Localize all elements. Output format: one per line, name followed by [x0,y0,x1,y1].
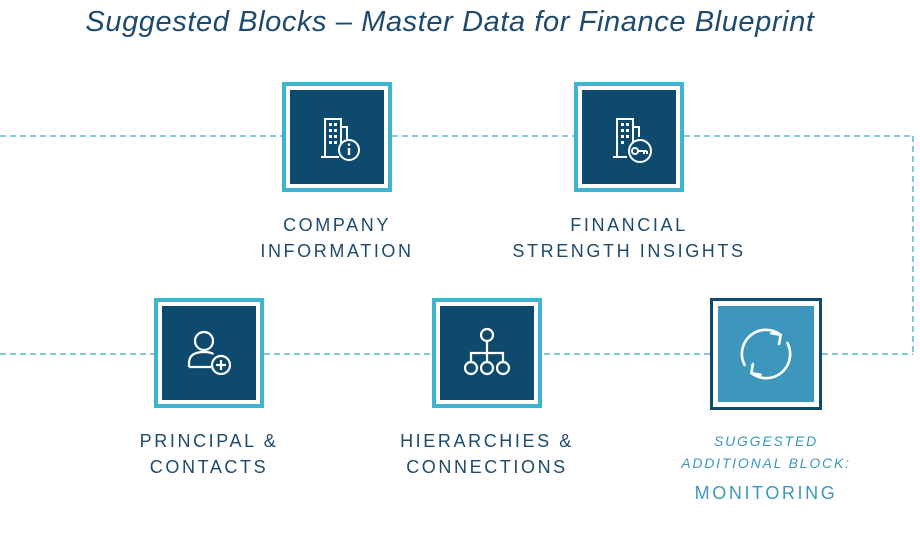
financial-strength-block-inner [582,90,676,184]
monitoring-block-inner [718,306,814,402]
hierarchies-connections-label-line2: CONNECTIONS [406,457,568,477]
suggested-note-line1: SUGGESTED [713,433,819,449]
suggested-note-line2: ADDITIONAL BLOCK: [681,455,851,471]
refresh-cycle-icon [740,328,792,380]
company-information-label-line1: COMPANY [283,215,391,235]
principal-contacts-block [154,298,264,408]
principal-contacts-label-line2: CONTACTS [149,457,269,477]
financial-strength-label: FINANCIAL STRENGTH INSIGHTS [492,212,766,264]
principal-contacts-block-inner [162,306,256,400]
building-info-icon [321,118,360,161]
suggested-note-label: SUGGESTED ADDITIONAL BLOCK: [660,430,872,474]
financial-strength-block [574,82,684,192]
building-key-icon [613,118,652,163]
monitoring-label-line1: MONITORING [694,483,838,503]
principal-contacts-label: PRINCIPAL & CONTACTS [110,428,308,480]
monitoring-block [710,298,822,410]
hierarchies-connections-block-inner [440,306,534,400]
hierarchies-connections-label: HIERARCHIES & CONNECTIONS [376,428,598,480]
hierarchy-icon [463,327,511,376]
financial-strength-label-line1: FINANCIAL [570,215,688,235]
company-information-block [282,82,392,192]
hierarchies-connections-label-line1: HIERARCHIES & [400,431,574,451]
company-information-label-line2: INFORMATION [260,241,414,261]
page-title: Suggested Blocks – Master Data for Finan… [85,6,815,38]
hierarchies-connections-block [432,298,542,408]
company-information-block-inner [290,90,384,184]
monitoring-label: MONITORING [660,480,872,506]
company-information-label: COMPANY INFORMATION [236,212,438,264]
add-person-icon [187,330,232,376]
financial-strength-label-line2: STRENGTH INSIGHTS [512,241,746,261]
principal-contacts-label-line1: PRINCIPAL & [139,431,279,451]
